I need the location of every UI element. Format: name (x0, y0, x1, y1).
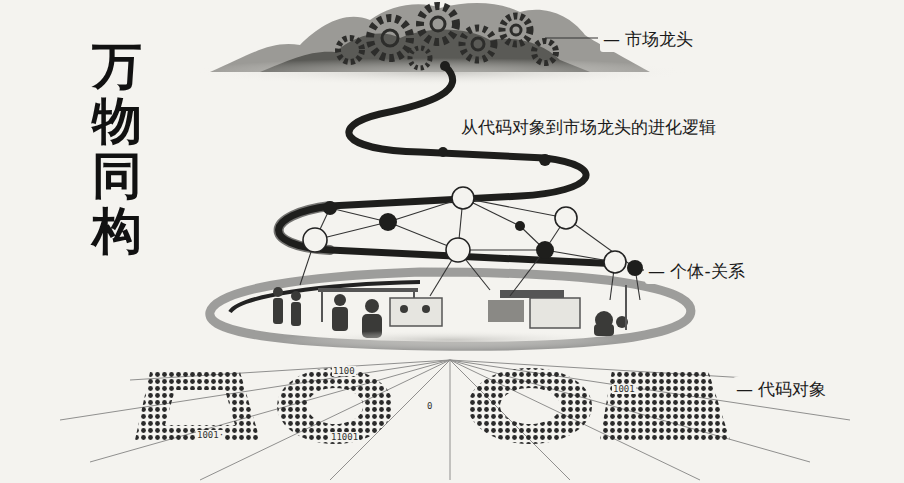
gear-cluster (338, 6, 556, 68)
level-label: — 市场龙头 (600, 27, 696, 52)
binary-text: 1100 (332, 366, 356, 376)
subtitle-label: 从代码对象到市场龙头的进化逻辑 (458, 115, 719, 140)
leader-lines (545, 38, 644, 270)
dotted-binary-digits (135, 368, 730, 444)
people-scene (273, 285, 628, 350)
vertical-title: 万物同构 (92, 38, 142, 258)
level-label: — 个体-关系 (645, 259, 748, 284)
light-rays (60, 360, 850, 480)
binary-text: 11001 (330, 432, 359, 442)
binary-text: 1001· (196, 430, 225, 440)
binary-text: 0 (426, 401, 433, 411)
level-label: — 代码对象 (733, 377, 829, 402)
network-graph (300, 61, 643, 300)
ink-spiral (279, 66, 620, 264)
binary-text: 1001 (612, 384, 636, 394)
